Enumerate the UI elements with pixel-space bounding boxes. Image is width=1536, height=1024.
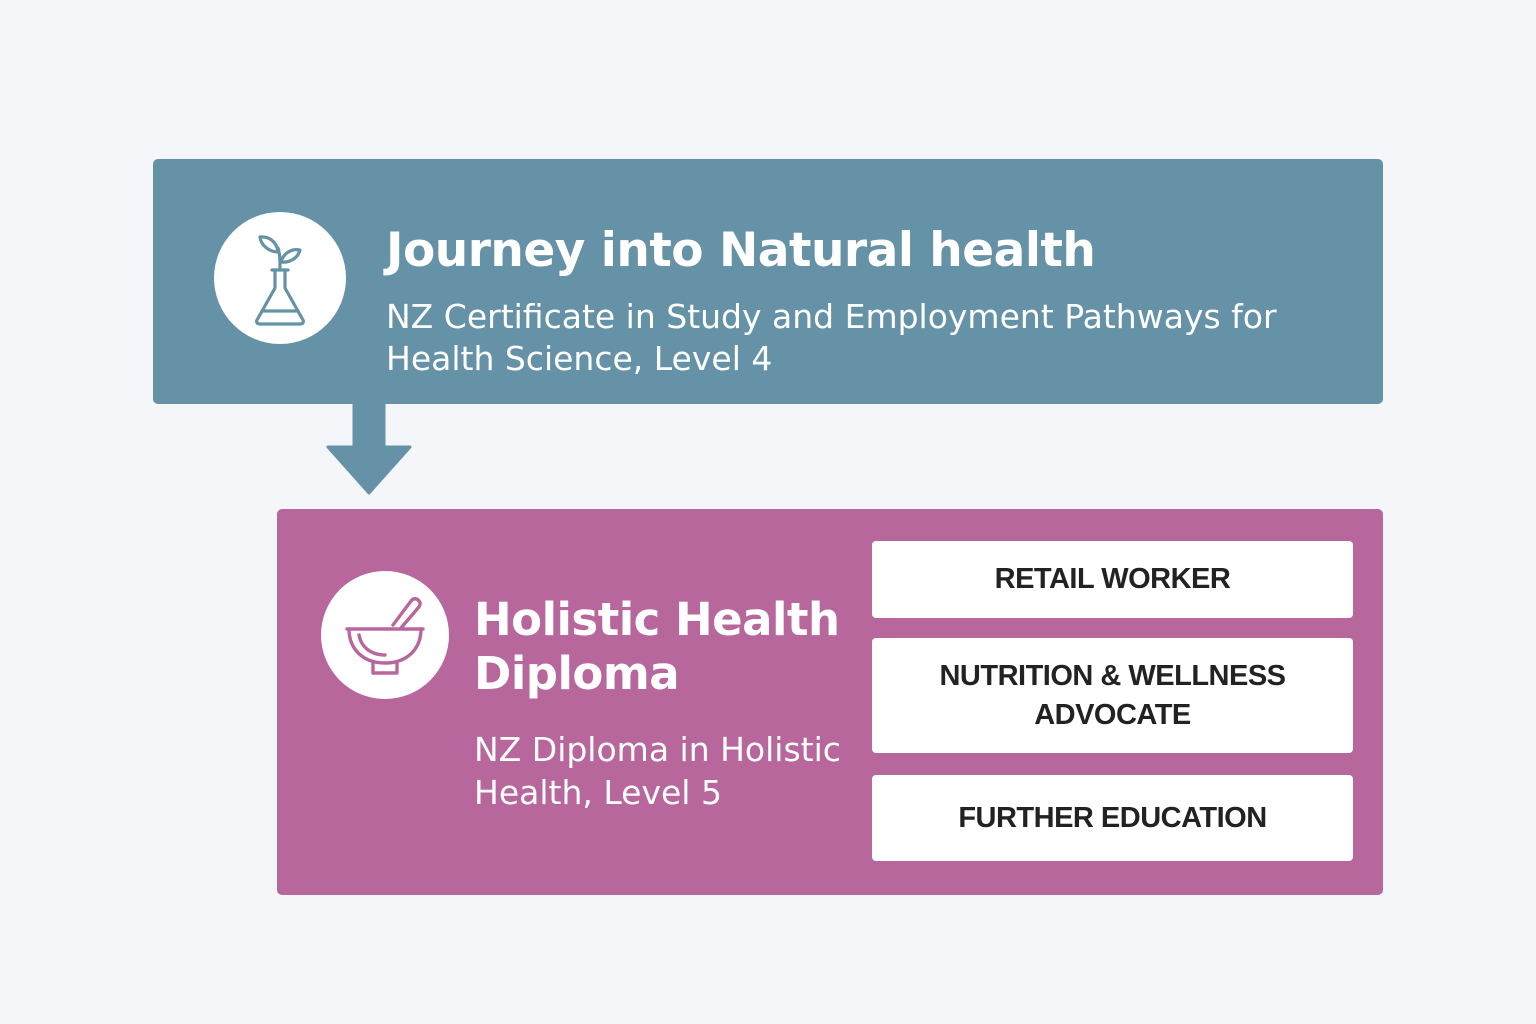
- stage-title: Journey into Natural health: [386, 223, 1096, 278]
- flask-sprout-icon: [214, 212, 346, 344]
- stage-subtitle: NZ Diploma in Holistic Health, Level 5: [474, 730, 841, 812]
- stage-diploma: Holistic Health Diploma NZ Diploma in Ho…: [277, 509, 1383, 895]
- outcome-nutrition-wellness-advocate: NUTRITION & WELLNESS ADVOCATE: [872, 638, 1353, 753]
- down-arrow-icon: [326, 403, 412, 495]
- stage-subtitle: NZ Certificate in Study and Employment P…: [386, 297, 1277, 378]
- outcome-retail-worker: RETAIL WORKER: [872, 541, 1353, 618]
- stage-certificate: Journey into Natural health NZ Certifica…: [153, 159, 1383, 404]
- stage-title: Holistic Health Diploma: [474, 593, 840, 700]
- mortar-pestle-icon: [321, 571, 449, 699]
- outcome-further-education: FURTHER EDUCATION: [872, 775, 1353, 861]
